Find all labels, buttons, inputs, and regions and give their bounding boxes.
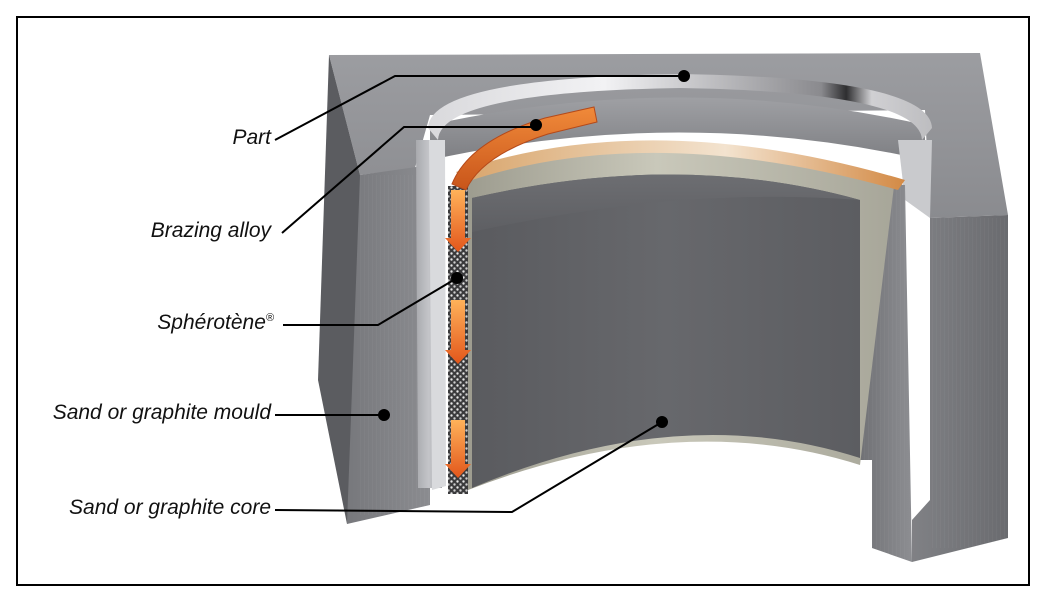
core-top [472, 174, 860, 232]
leader-lines [274, 70, 690, 514]
leader-spherotene-dot [451, 272, 463, 284]
label-brazing-alloy: Brazing alloy [150, 219, 271, 242]
leader-part [274, 75, 684, 141]
flow-arrow-3 [445, 420, 471, 478]
core-body [472, 174, 860, 488]
label-mould: Sand or graphite mould [52, 401, 271, 424]
leader-mould-dot [378, 409, 390, 421]
leader-brazing-alloy-dot [530, 119, 542, 131]
label-part: Part [232, 126, 271, 149]
flow-arrow-2 [445, 300, 471, 364]
part-rim [456, 140, 905, 190]
mould-bore-wall [430, 97, 925, 160]
mould-bore-rim [428, 74, 932, 140]
leader-core-dot [656, 416, 668, 428]
leader-brazing-alloy [281, 126, 536, 234]
flow-arrow-1 [445, 190, 471, 252]
brazing-alloy-strip [451, 106, 598, 191]
leader-part-dot [678, 70, 690, 82]
leader-spherotene [283, 277, 458, 326]
mould-inner-slot [429, 140, 446, 490]
leader-core [274, 421, 663, 514]
registered-mark: ® [265, 312, 274, 324]
alloy-flow-arrows [445, 190, 471, 478]
label-core: Sand or graphite core [69, 496, 271, 519]
label-spherotene-text: Sphérotène [157, 311, 266, 334]
label-spherotene: Sphérotène® [157, 311, 274, 335]
